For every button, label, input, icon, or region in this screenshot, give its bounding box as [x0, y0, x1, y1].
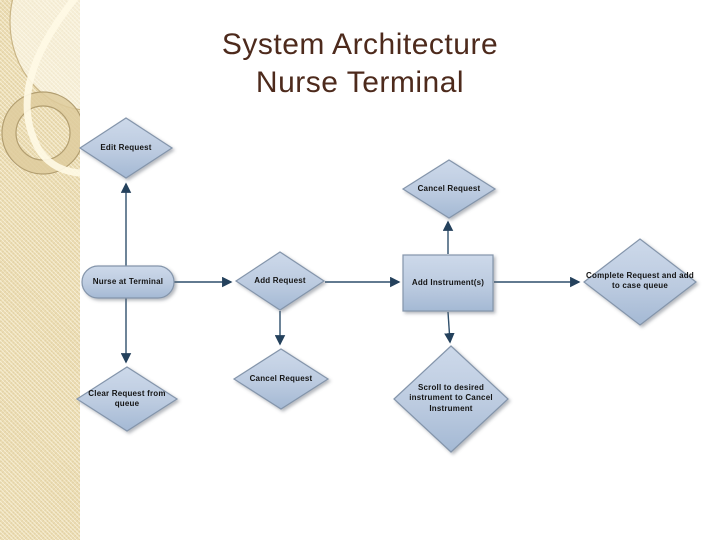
- node-complete-request-shape: [583, 238, 697, 326]
- sidebar-decoration: [0, 0, 80, 540]
- node-clear-request-shape: [75, 366, 179, 432]
- node-cancel-request-bottom-shape: [232, 348, 330, 410]
- node-nurse-at-terminal-shape: [81, 265, 175, 299]
- connectors: [120, 182, 581, 364]
- node-scroll-cancel-instrument-shape: [393, 345, 509, 453]
- swoosh-ornament: [23, 0, 80, 177]
- ring-fill-ornament: [2, 92, 80, 174]
- nodes: [75, 117, 697, 453]
- slide-title-line1: System Architecture: [221, 28, 499, 61]
- node-add-request-shape: [234, 251, 326, 311]
- node-edit-request-shape: [78, 117, 174, 179]
- outer-circle-ornament: [1, 91, 80, 175]
- slide-title-line2: Nurse Terminal: [255, 66, 465, 99]
- sidebar-ornaments: [1, 0, 80, 177]
- node-add-instruments-shape: [402, 254, 494, 312]
- connector-add-instruments-to-scroll: [444, 311, 455, 344]
- slide-title: System Architecture Nurse Terminal: [80, 26, 640, 102]
- ellipse-ornament: [9, 0, 80, 111]
- node-cancel-request-top-shape: [401, 159, 497, 219]
